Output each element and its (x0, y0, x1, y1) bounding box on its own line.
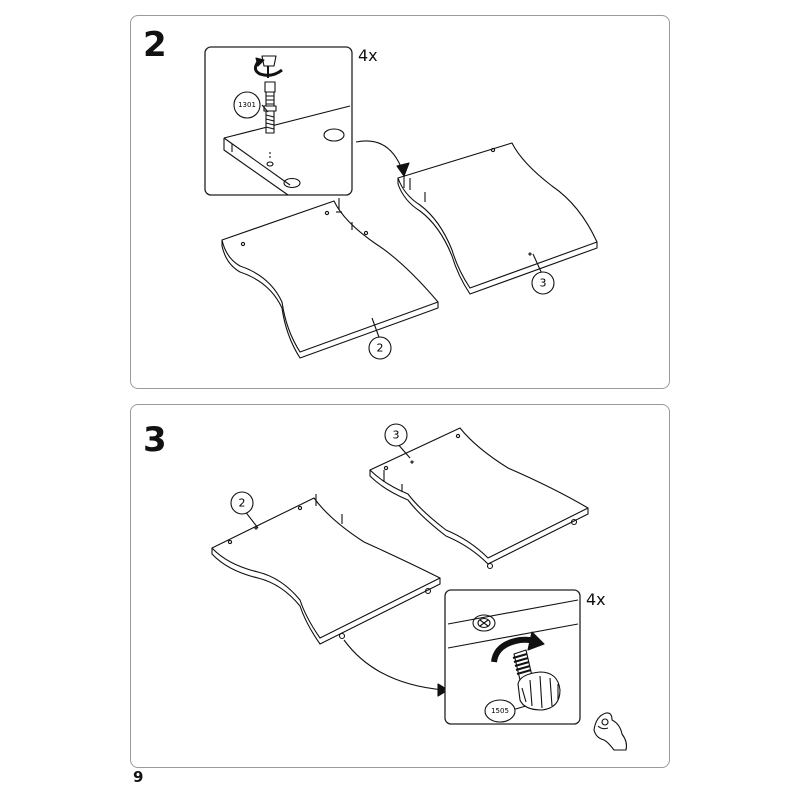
step-3-label-3-circle (384, 423, 408, 447)
step-2-detail-box (204, 46, 353, 196)
step-3-detail-box (444, 589, 581, 725)
step-3-board-3 (369, 427, 589, 570)
hand-icon (593, 712, 628, 751)
step-2-label-2: 2 (377, 342, 384, 355)
step-2-label-3-circle (531, 271, 555, 295)
step-2-detail-drawing (223, 105, 351, 196)
step-2-board-2 (221, 198, 439, 359)
step-3-quantity: 4x (586, 590, 606, 609)
step-3-detail-arrow (343, 639, 445, 691)
step-2-board-3 (397, 142, 598, 295)
step-2-number: 2 (143, 25, 167, 65)
step-3-label-2-circle (230, 491, 254, 515)
step-2-label-3: 3 (540, 277, 547, 290)
step-3-label-3: 3 (393, 429, 400, 442)
cam-bolt-icon (263, 81, 277, 134)
step-2-part-code: 1301 (238, 101, 256, 109)
step-2-detail-arrow (355, 140, 404, 173)
step-2-label-2-circle (368, 336, 392, 360)
step-2-quantity: 4x (358, 46, 378, 65)
step-2-part-callout (233, 91, 269, 119)
step-3-number: 3 (143, 420, 167, 460)
leveling-foot-icon (512, 649, 561, 711)
step-3-board-2 (211, 494, 441, 645)
step-3-detail-drawing (447, 599, 579, 649)
rotate-arrow-icon (491, 631, 545, 663)
step-3-part-callout (484, 699, 516, 723)
page-number: 9 (133, 768, 144, 786)
step-3-part-code: 1505 (491, 707, 509, 715)
screwdriver-rotate-icon (253, 55, 283, 78)
step-3-label-2: 2 (239, 497, 246, 510)
